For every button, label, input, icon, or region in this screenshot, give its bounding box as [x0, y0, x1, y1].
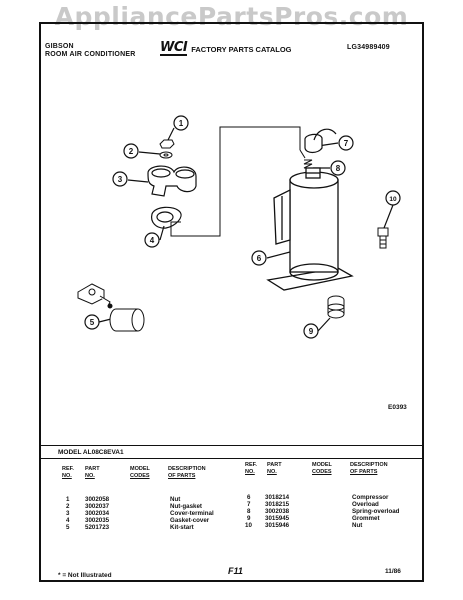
- callout-number-9: 9: [309, 327, 314, 336]
- catalog-heading: WCI FACTORY PARTS CATALOG: [160, 40, 292, 56]
- callout-circle-6: [251, 250, 267, 266]
- start-kit-part-5: [77, 283, 145, 332]
- callout-number-8: 8: [336, 164, 341, 173]
- ref-number: 1: [66, 496, 70, 503]
- part-description: Overload: [352, 501, 379, 508]
- part-description: Nut: [170, 496, 181, 503]
- part-number: 3018215: [265, 501, 290, 508]
- ref-number: 8: [247, 508, 251, 515]
- part-description: Spring-overload: [352, 508, 400, 515]
- callout-number-2: 2: [129, 147, 134, 156]
- ref-number: 6: [247, 494, 251, 501]
- part-number: 5201723: [85, 524, 110, 531]
- callout-circle-8: [330, 160, 346, 176]
- ref-number: 2: [66, 503, 70, 510]
- ref-number: 4: [66, 517, 70, 524]
- part-description: Gasket-cover: [170, 517, 210, 524]
- ref-number: 9: [247, 515, 251, 522]
- page-number: F11: [228, 566, 243, 576]
- callout-circle-5: [84, 314, 100, 330]
- part-number: 3002034: [85, 510, 110, 517]
- gasket-cover-part-4: [151, 206, 182, 229]
- part-description: Nut: [352, 522, 363, 529]
- part-description: Grommet: [352, 515, 380, 522]
- part-description: Kit-start: [170, 524, 194, 531]
- part-number: 3002037: [85, 503, 110, 510]
- callout-number-1: 1: [179, 119, 184, 128]
- callout-circle-9: [303, 323, 319, 339]
- callout-number-5: 5: [90, 318, 95, 327]
- callout-circle-10: [385, 190, 401, 206]
- nut-part-10: [377, 227, 389, 249]
- part-number: 3002058: [85, 496, 110, 503]
- ref-number: 5: [66, 524, 70, 531]
- figure-code: E0393: [388, 404, 407, 411]
- part-number: 3015946: [265, 522, 290, 529]
- overload-part-7: [304, 128, 337, 154]
- callout-number-6: 6: [257, 254, 262, 263]
- callout-number-3: 3: [118, 175, 123, 184]
- grommet-part-9: [327, 295, 345, 319]
- brand-name: GIBSON: [45, 43, 74, 50]
- part-number: 3002038: [265, 508, 290, 515]
- nut-part-1: [159, 139, 175, 149]
- watermark: AppliancePartsPros.com: [54, 2, 409, 31]
- table-top-divider: [41, 445, 422, 446]
- terminal-cover-part-3: [147, 165, 197, 197]
- ref-number: 10: [245, 522, 252, 529]
- spring-overload-part-8: [303, 159, 313, 169]
- compressor-part-6: [266, 167, 354, 291]
- callout-number-10: 10: [389, 196, 397, 203]
- revision-date: 11/86: [385, 568, 401, 575]
- callout-circle-1: [173, 115, 189, 131]
- callout-number-7: 7: [344, 139, 349, 148]
- callout-circle-4: [144, 232, 160, 248]
- ref-number: 7: [247, 501, 251, 508]
- callout-circle-3: [112, 171, 128, 187]
- callout-circle-2: [123, 143, 139, 159]
- nut-gasket-part-2: [159, 151, 173, 159]
- part-number: 3002035: [85, 517, 110, 524]
- catalog-title: FACTORY PARTS CATALOG: [191, 44, 292, 54]
- part-number: 3018214: [265, 494, 290, 501]
- part-description: Nut-gasket: [170, 503, 202, 510]
- product-name: ROOM AIR CONDITIONER: [45, 51, 136, 58]
- catalog-page-frame: [39, 22, 424, 582]
- wci-logo: WCI: [160, 40, 188, 56]
- doc-number: LG34989409: [347, 44, 390, 51]
- part-number: 3015945: [265, 515, 290, 522]
- ref-number: 3: [66, 510, 70, 517]
- callout-number-4: 4: [150, 236, 155, 245]
- not-illustrated-note: * = Not Illustrated: [58, 572, 112, 579]
- part-description: Compressor: [352, 494, 389, 501]
- table-header-divider: [41, 458, 422, 459]
- model-number: MODEL AL08C8EVA1: [58, 449, 124, 456]
- col-header-ref-no-left: REF.NO.: [62, 466, 74, 479]
- col-header-ref-no-right: REF.NO.: [245, 462, 257, 475]
- part-description: Cover-terminal: [170, 510, 214, 517]
- callout-circle-7: [338, 135, 354, 151]
